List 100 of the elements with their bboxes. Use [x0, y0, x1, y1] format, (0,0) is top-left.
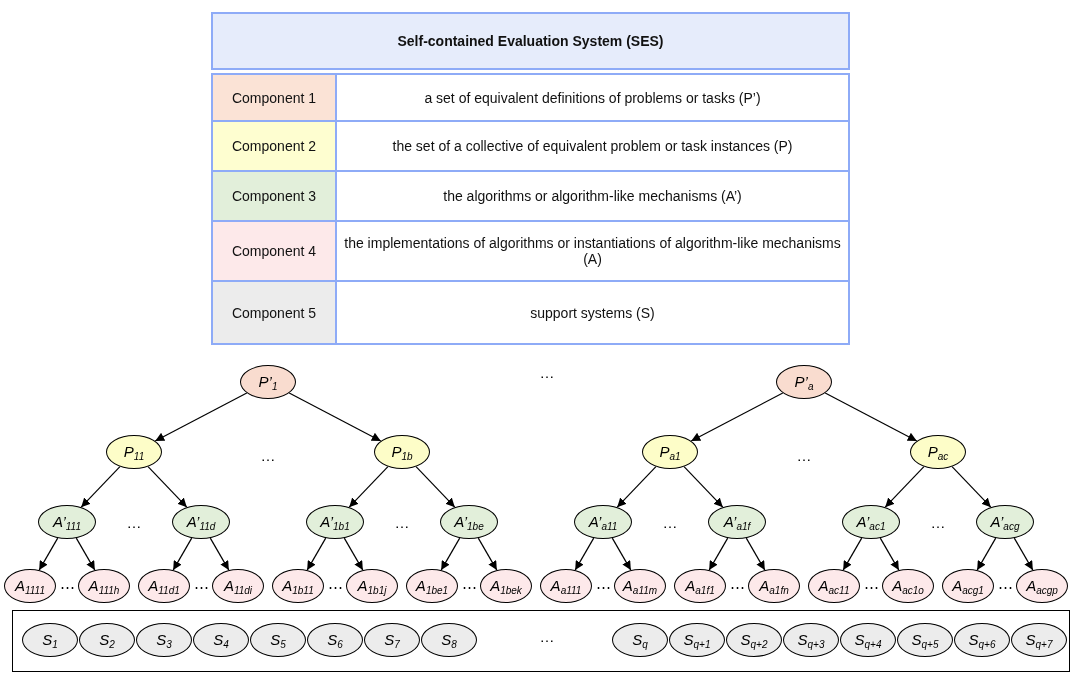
ellipse-node — [882, 569, 934, 603]
node-label: A’$_{ac1}$ — [856, 512, 886, 532]
arrow — [884, 466, 925, 508]
ellipsis-text: ⋯ — [327, 578, 343, 596]
node-label: S$_{5}$ — [270, 630, 286, 650]
ellipse-node — [540, 569, 592, 603]
ellipse-node — [307, 623, 363, 657]
node-label: A$_{a11m}$ — [622, 576, 658, 596]
ellipsis-text: … — [126, 513, 142, 531]
arrow — [745, 537, 766, 571]
arrow — [343, 537, 364, 571]
node-label: S$_{q+2}$ — [740, 630, 768, 650]
ellipse-node — [574, 505, 632, 539]
arrow — [951, 466, 992, 508]
ellipse-node — [4, 569, 56, 603]
node-label: A’$_{acg}$ — [990, 512, 1020, 532]
ellipsis-text: … — [796, 446, 812, 464]
arrow — [348, 466, 389, 508]
ellipsis-text: ⋯ — [729, 578, 745, 596]
table-cell — [211, 120, 337, 172]
node-label: A$_{1111}$ — [14, 576, 45, 596]
node-label: P$_{a1}$ — [659, 442, 681, 462]
arrow — [574, 537, 595, 571]
ellipse-node — [708, 505, 766, 539]
ellipse-node — [193, 623, 249, 657]
ellipse-node — [240, 365, 296, 399]
cell-text: support systems (S) — [530, 304, 655, 321]
node-label: S$_{q+3}$ — [797, 630, 825, 650]
node-label: P’$_{1}$ — [258, 372, 278, 392]
ellipse-node — [748, 569, 800, 603]
ellipse-node — [840, 623, 896, 657]
cell-text: Component 1 — [231, 89, 317, 106]
node-label: P’$_{a}$ — [794, 372, 814, 392]
arrow — [683, 466, 724, 508]
ellipse-node — [954, 623, 1010, 657]
arrow — [976, 537, 997, 571]
ellipse-node — [406, 569, 458, 603]
ellipsis-text: … — [539, 363, 555, 381]
ellipsis-text: ⋯ — [595, 578, 611, 596]
ellipse-node — [440, 505, 498, 539]
ellipse-node — [346, 569, 398, 603]
node-label: P$_{11}$ — [123, 442, 145, 462]
arrow — [1013, 537, 1034, 571]
ellipse-node — [38, 505, 96, 539]
header-text: Self-contained Evaluation System (SES) — [397, 33, 664, 49]
ellipse-node — [79, 623, 135, 657]
node-label: P$_{ac}$ — [927, 442, 949, 462]
ellipse-node — [642, 435, 698, 469]
ellipsis-text: ⋯ — [997, 578, 1013, 596]
arrow — [75, 537, 96, 571]
ellipse-node — [776, 365, 832, 399]
ellipsis-text: … — [930, 513, 946, 531]
cell-text: the set of a collective of equivalent problem or task instances (P) — [392, 138, 793, 154]
node-label: A$_{1b11}$ — [282, 576, 314, 596]
arrow — [415, 466, 456, 508]
node-label: S$_{6}$ — [327, 630, 343, 650]
node-label: S$_{q+6}$ — [968, 630, 996, 650]
arrow — [209, 537, 230, 571]
arrow — [879, 537, 900, 571]
ellipse-node — [942, 569, 994, 603]
arrow — [842, 537, 863, 571]
ellipse-node — [22, 623, 78, 657]
ellipse-node — [726, 623, 782, 657]
ellipse-node — [808, 569, 860, 603]
arrow — [306, 537, 327, 571]
table-cell — [211, 170, 337, 222]
table-cell — [211, 220, 337, 282]
ellipse-node — [106, 435, 162, 469]
arrow — [80, 466, 121, 508]
table-cell — [211, 73, 337, 122]
node-label: A’$_{a1f}$ — [723, 512, 751, 532]
arrow — [477, 537, 498, 571]
cell-text: Component 5 — [231, 304, 317, 321]
node-label: A’$_{111}$ — [53, 512, 81, 532]
node-label: P$_{1b}$ — [391, 442, 413, 462]
arrow — [708, 537, 729, 571]
node-label: A$_{1bek}$ — [490, 576, 522, 596]
ellipsis-text: ⋯ — [193, 578, 209, 596]
node-label: S$_{4}$ — [213, 630, 229, 650]
ellipse-node — [976, 505, 1034, 539]
node-label: S$_{3}$ — [156, 630, 172, 650]
node-label: S$_{7}$ — [384, 630, 400, 650]
ellipsis-text: … — [394, 513, 410, 531]
ellipse-node — [136, 623, 192, 657]
ellipse-node — [212, 569, 264, 603]
container-box — [12, 610, 1070, 672]
node-label: S$_{q+1}$ — [683, 630, 711, 650]
table-cell — [335, 73, 850, 122]
ellipsis-text: … — [539, 627, 555, 645]
ellipse-node — [421, 623, 477, 657]
ellipse-node — [674, 569, 726, 603]
ellipse-node — [612, 623, 668, 657]
cell-text: a set of equivalent definitions of problems or tasks (P’) — [424, 89, 761, 106]
node-label: A$_{11d1}$ — [148, 576, 180, 596]
node-label: A$_{11di}$ — [223, 576, 253, 596]
node-label: S$_{2}$ — [99, 630, 115, 650]
ellipse-node — [78, 569, 130, 603]
node-label: S$_{q}$ — [632, 630, 648, 650]
ellipse-node — [272, 569, 324, 603]
node-label: A$_{acgp}$ — [1026, 576, 1058, 596]
